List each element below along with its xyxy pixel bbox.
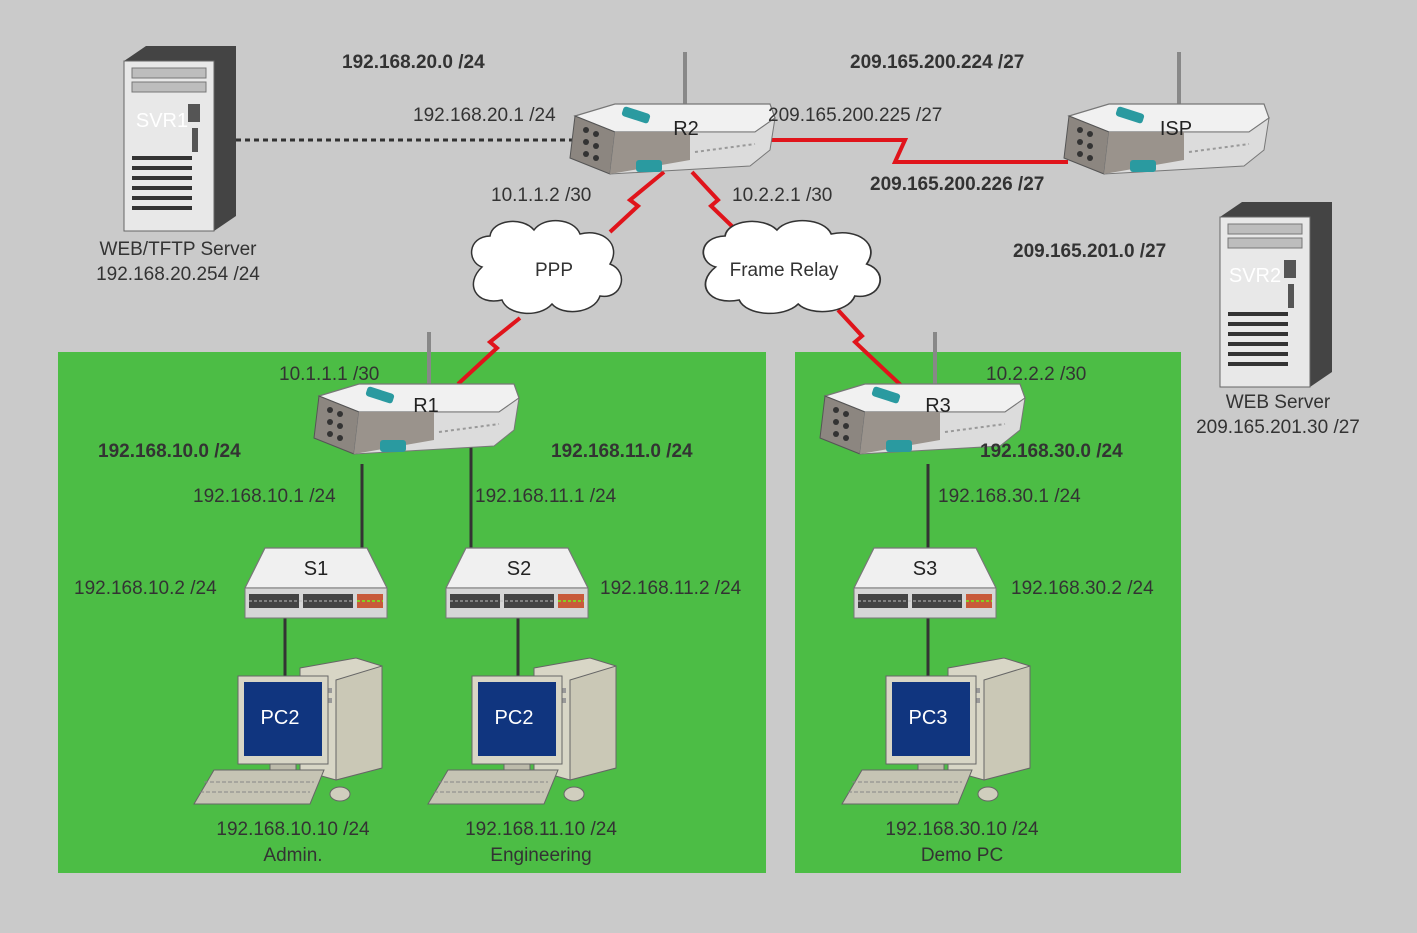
link-fr-r3 — [836, 308, 908, 392]
net-r2-lan: 192.168.20.0 /24 — [342, 52, 485, 73]
pc-eng-desc: Engineering — [490, 845, 591, 866]
svr2-name: SVR2 — [1229, 265, 1281, 287]
pc-admin-name: PC2 — [261, 707, 300, 729]
pc-eng-ip: 192.168.11.10 /24 — [465, 819, 617, 840]
r2-fr-ip: 10.2.2.1 /30 — [732, 185, 832, 206]
s2-ip: 192.168.11.2 /24 — [600, 578, 742, 599]
svr1-role: WEB/TFTP Server — [100, 239, 258, 260]
r2-isp-ip: 209.165.200.225 /27 — [768, 105, 942, 126]
svr2-role: WEB Server — [1226, 392, 1331, 413]
s3-ip: 192.168.30.2 /24 — [1011, 578, 1154, 599]
r3-router-icon — [818, 330, 1027, 456]
svr2-ip: 209.165.201.30 /27 — [1196, 417, 1360, 438]
pc-admin-desc: Admin. — [263, 845, 322, 866]
pc-admin-ip: 192.168.10.10 /24 — [216, 819, 370, 840]
net-isp-link: 209.165.200.224 /27 — [850, 52, 1024, 73]
r1-lan2-ip: 192.168.11.1 /24 — [475, 486, 617, 507]
frame-relay-label: Frame Relay — [730, 260, 839, 281]
net-r3-lan: 192.168.30.0 /24 — [980, 441, 1123, 462]
r3-wan-ip: 10.2.2.2 /30 — [986, 364, 1086, 385]
svr2-server-icon — [1219, 201, 1333, 388]
r2-router-icon — [568, 50, 777, 176]
isp-ip: 209.165.200.226 /27 — [870, 174, 1044, 195]
svr1-name: SVR1 — [136, 110, 188, 132]
r1-wan-ip: 10.1.1.1 /30 — [279, 364, 379, 385]
pc-eng-name: PC2 — [495, 707, 534, 729]
s3-name: S3 — [913, 558, 937, 580]
r3-name: R3 — [925, 395, 951, 417]
net-r1-lan2: 192.168.11.0 /24 — [551, 441, 693, 462]
link-r2-isp — [768, 138, 1068, 164]
ppp-label: PPP — [535, 260, 573, 281]
pc-demo-name: PC3 — [909, 707, 948, 729]
net-r1-lan1: 192.168.10.0 /24 — [98, 441, 241, 462]
r1-name: R1 — [413, 395, 439, 417]
r3-lan-ip: 192.168.30.1 /24 — [938, 486, 1081, 507]
r1-lan1-ip: 192.168.10.1 /24 — [193, 486, 336, 507]
s2-name: S2 — [507, 558, 531, 580]
isp-router-icon — [1062, 50, 1271, 176]
ppp-cloud: PPP — [470, 219, 623, 315]
pc-demo-desc: Demo PC — [921, 845, 1003, 866]
r2-name: R2 — [673, 118, 699, 140]
r1-router-icon — [312, 330, 521, 456]
link-r2-ppp — [608, 170, 666, 234]
r2-ppp-ip: 10.1.1.2 /30 — [491, 185, 591, 206]
isp-name: ISP — [1160, 118, 1192, 140]
s1-ip: 192.168.10.2 /24 — [74, 578, 217, 599]
svr1-server-icon — [123, 45, 237, 232]
net-web: 209.165.201.0 /27 — [1013, 241, 1166, 262]
pc-demo-ip: 192.168.30.10 /24 — [885, 819, 1039, 840]
link-r2-fr — [690, 170, 740, 234]
svr1-ip: 192.168.20.254 /24 — [96, 264, 260, 285]
s1-name: S1 — [304, 558, 328, 580]
r2-lan-ip: 192.168.20.1 /24 — [413, 105, 556, 126]
link-ppp-r1 — [456, 316, 522, 386]
